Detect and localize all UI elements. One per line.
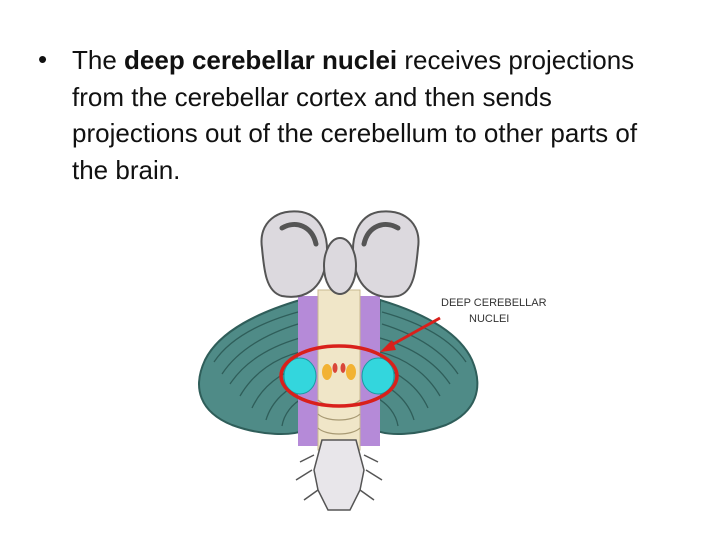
spinal-cord [313,439,365,511]
fastigial-nucleus-left [332,363,338,373]
bullet-marker: • [38,44,48,74]
bullet-text-before: The [72,45,125,75]
nuclei-label: DEEP CEREBELLAR NUCLEI [441,295,547,327]
left-hemisphere [198,298,307,436]
fastigial-nucleus-right [340,363,346,373]
nuclei-label-line1: DEEP CEREBELLAR [441,297,547,309]
dentate-nucleus-left [283,357,317,395]
nuclei-label-line2: NUCLEI [469,313,510,325]
interposed-nucleus-left [322,364,332,380]
bullet-text-after: receives projections from the cerebellar… [72,45,638,185]
deep-cerebellar-nuclei [283,357,395,395]
pointer-arrow [380,316,441,352]
highlight-circle [279,344,399,408]
interposed-nucleus-right [346,364,356,380]
bullet-point: • The deep cerebellar nuclei receives pr… [38,42,678,188]
bullet-text: The deep cerebellar nuclei receives proj… [72,42,678,188]
cerebellum-illustration [198,210,479,511]
colliculi [260,210,420,298]
midline-body [323,237,357,295]
bullet-bold-term: deep cerebellar nuclei [124,45,398,75]
colliculus-sulci [279,222,401,247]
dentate-nucleus-right [361,357,395,395]
nerve-roots [295,454,383,501]
